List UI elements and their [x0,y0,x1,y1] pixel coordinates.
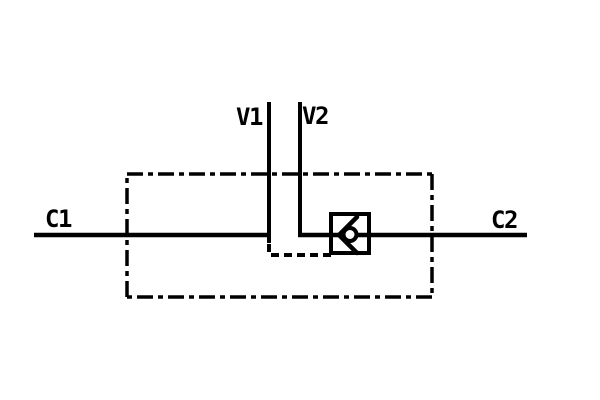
port-label-v2: V2 [302,102,328,130]
check-valve-box [329,212,371,255]
port-label-c2: C2 [491,206,517,234]
pilot-line [267,244,331,257]
port-label-v1: V1 [236,103,263,131]
enclosure-boundary [125,172,434,299]
check-valve-seat [335,214,360,256]
schematic-lines [34,102,527,299]
check-valve-symbol [329,212,371,256]
check-valve-ball [341,226,359,243]
port-label-c1: C1 [45,205,72,233]
